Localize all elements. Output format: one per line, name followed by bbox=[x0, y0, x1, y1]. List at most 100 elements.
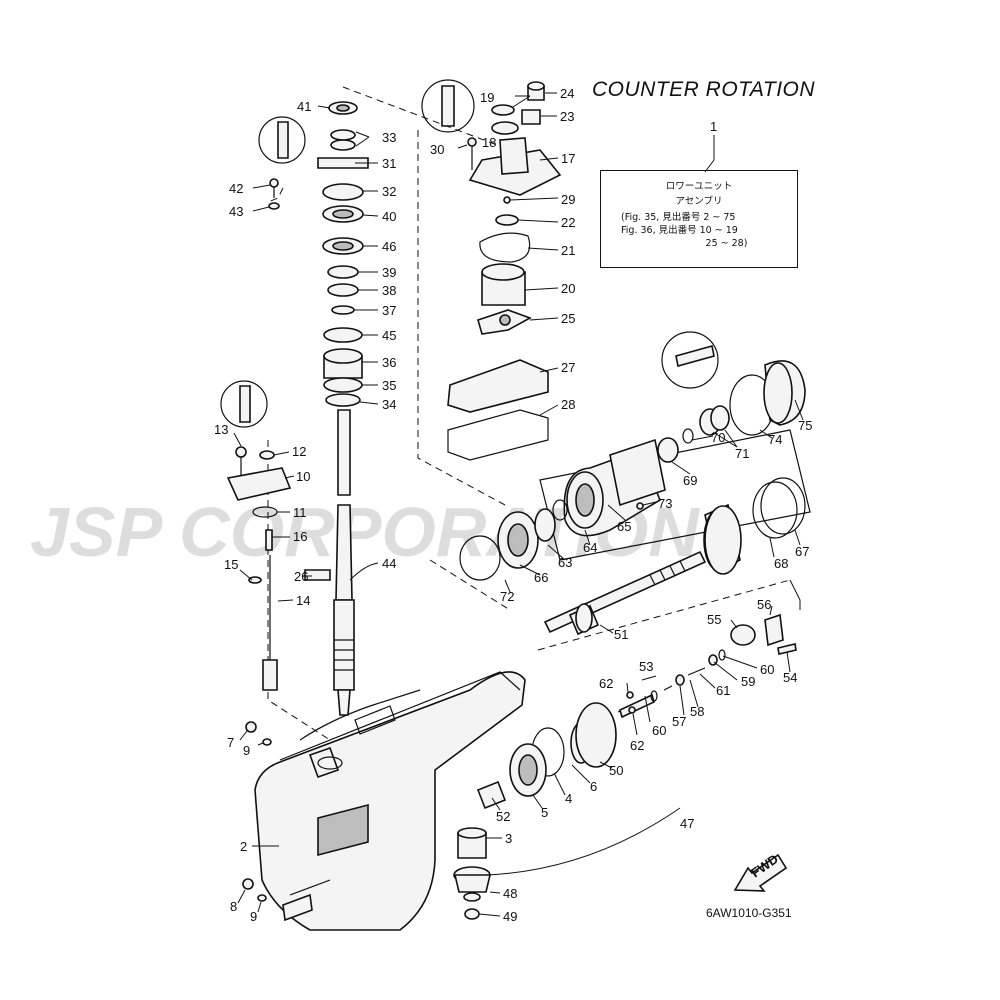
info-references: (Fig. 35, 見出番号 2 ~ 75 Fig. 36, 見出番号 10 ~… bbox=[601, 211, 797, 250]
page-title: COUNTER ROTATION bbox=[592, 78, 816, 101]
part-number: 52 bbox=[496, 809, 510, 824]
part-number: 49 bbox=[503, 909, 517, 924]
part-number: 34 bbox=[382, 397, 396, 412]
assembly-info-box: ロワーユニット アセンブリ (Fig. 35, 見出番号 2 ~ 75 Fig.… bbox=[600, 170, 798, 268]
main-gears bbox=[575, 505, 742, 768]
part-number: 60 bbox=[760, 662, 774, 677]
fwd-arrow-icon: FWD bbox=[733, 851, 788, 892]
part-number: 6 bbox=[590, 779, 597, 794]
part-number: 63 bbox=[558, 555, 572, 570]
part-number: 50 bbox=[609, 763, 623, 778]
part-number: 36 bbox=[382, 355, 396, 370]
leader-lines bbox=[233, 92, 804, 917]
part-number: 48 bbox=[503, 886, 517, 901]
part-number: 33 bbox=[382, 130, 396, 145]
part-number: 15 bbox=[224, 557, 238, 572]
part-number-labels: 1 2 3 4 5 6 7 8 9 9 10 11 12 13 14 15 16… bbox=[214, 86, 812, 924]
part-number: 54 bbox=[783, 670, 797, 685]
part-number: 26 bbox=[294, 569, 308, 584]
part-number: 22 bbox=[561, 215, 575, 230]
part-number: 56 bbox=[757, 597, 771, 612]
part-number: 55 bbox=[707, 612, 721, 627]
part-number: 13 bbox=[214, 422, 228, 437]
info-line: アセンブリ bbox=[675, 196, 723, 207]
part-number: 28 bbox=[561, 397, 575, 412]
part-number: 46 bbox=[382, 239, 396, 254]
part-number: 59 bbox=[741, 674, 755, 689]
part-number: 60 bbox=[652, 723, 666, 738]
inset-callouts bbox=[220, 79, 719, 428]
part-number: 4 bbox=[565, 791, 572, 806]
part-number: 7 bbox=[227, 735, 234, 750]
lower-casing bbox=[254, 671, 526, 931]
part-number: 42 bbox=[229, 181, 243, 196]
part-number: 37 bbox=[382, 303, 396, 318]
part-number: 17 bbox=[561, 151, 575, 166]
part-number: 40 bbox=[382, 209, 396, 224]
part-number: 5 bbox=[541, 805, 548, 820]
part-number: 73 bbox=[658, 496, 672, 511]
water-pump-assembly bbox=[447, 81, 562, 461]
part-number: 2 bbox=[240, 839, 247, 854]
shift-rod-group bbox=[226, 178, 331, 902]
part-number: 44 bbox=[382, 556, 396, 571]
part-number: 8 bbox=[230, 899, 237, 914]
part-number: 30 bbox=[430, 142, 444, 157]
propeller-shaft bbox=[543, 550, 707, 636]
part-number: 20 bbox=[561, 281, 575, 296]
part-number: 45 bbox=[382, 328, 396, 343]
part-number: 16 bbox=[293, 529, 307, 544]
part-number: 35 bbox=[382, 378, 396, 393]
part-number: 62 bbox=[599, 676, 613, 691]
part-number: 66 bbox=[534, 570, 548, 585]
part-number: 69 bbox=[683, 473, 697, 488]
part-number: 74 bbox=[768, 432, 782, 447]
part-number: 23 bbox=[560, 109, 574, 124]
part-number: 14 bbox=[296, 593, 310, 608]
part-number: 41 bbox=[297, 99, 311, 114]
part-number: 24 bbox=[560, 86, 574, 101]
part-number: 71 bbox=[735, 446, 749, 461]
part-number: 10 bbox=[296, 469, 310, 484]
drawing-code: 6AW1010-G351 bbox=[706, 906, 792, 920]
part-number: 12 bbox=[292, 444, 306, 459]
part-number: 43 bbox=[229, 204, 243, 219]
part-number: 70 bbox=[711, 430, 725, 445]
info-line: ロワーユニット bbox=[665, 181, 733, 192]
part-number: 51 bbox=[614, 627, 628, 642]
part-number: 68 bbox=[774, 556, 788, 571]
part-number: 58 bbox=[690, 704, 704, 719]
part-number: 9 bbox=[250, 909, 257, 924]
part-number: 11 bbox=[293, 505, 307, 520]
part-number: 1 bbox=[710, 119, 717, 134]
part-number: 27 bbox=[561, 360, 575, 375]
part-number: 57 bbox=[672, 714, 686, 729]
info-ref: Fig. 36, 見出番号 10 ~ 19 bbox=[621, 225, 738, 236]
part-number: 25 bbox=[561, 311, 575, 326]
part-number: 9 bbox=[243, 743, 250, 758]
part-number: 3 bbox=[505, 831, 512, 846]
part-number: 39 bbox=[382, 265, 396, 280]
part-number: 32 bbox=[382, 184, 396, 199]
part-number: 38 bbox=[382, 283, 396, 298]
part-number: 19 bbox=[480, 90, 494, 105]
part-number: 18 bbox=[482, 135, 496, 150]
part-number: 21 bbox=[561, 243, 575, 258]
part-number: 61 bbox=[716, 683, 730, 698]
part-number: 53 bbox=[639, 659, 653, 674]
drive-shaft bbox=[333, 409, 355, 716]
info-ref: (Fig. 35, 見出番号 2 ~ 75 bbox=[621, 212, 736, 223]
part-number: 72 bbox=[500, 589, 514, 604]
part-number: 65 bbox=[617, 519, 631, 534]
drive-shaft-seal-stack bbox=[317, 101, 369, 407]
part-number: 31 bbox=[382, 156, 396, 171]
part-number: 64 bbox=[583, 540, 597, 555]
part-number: 62 bbox=[630, 738, 644, 753]
part-number: 75 bbox=[798, 418, 812, 433]
part-number: 29 bbox=[561, 192, 575, 207]
info-ref: 25 ~ 28) bbox=[621, 238, 748, 249]
part-number: 67 bbox=[795, 544, 809, 559]
part-number: 47 bbox=[680, 816, 694, 831]
